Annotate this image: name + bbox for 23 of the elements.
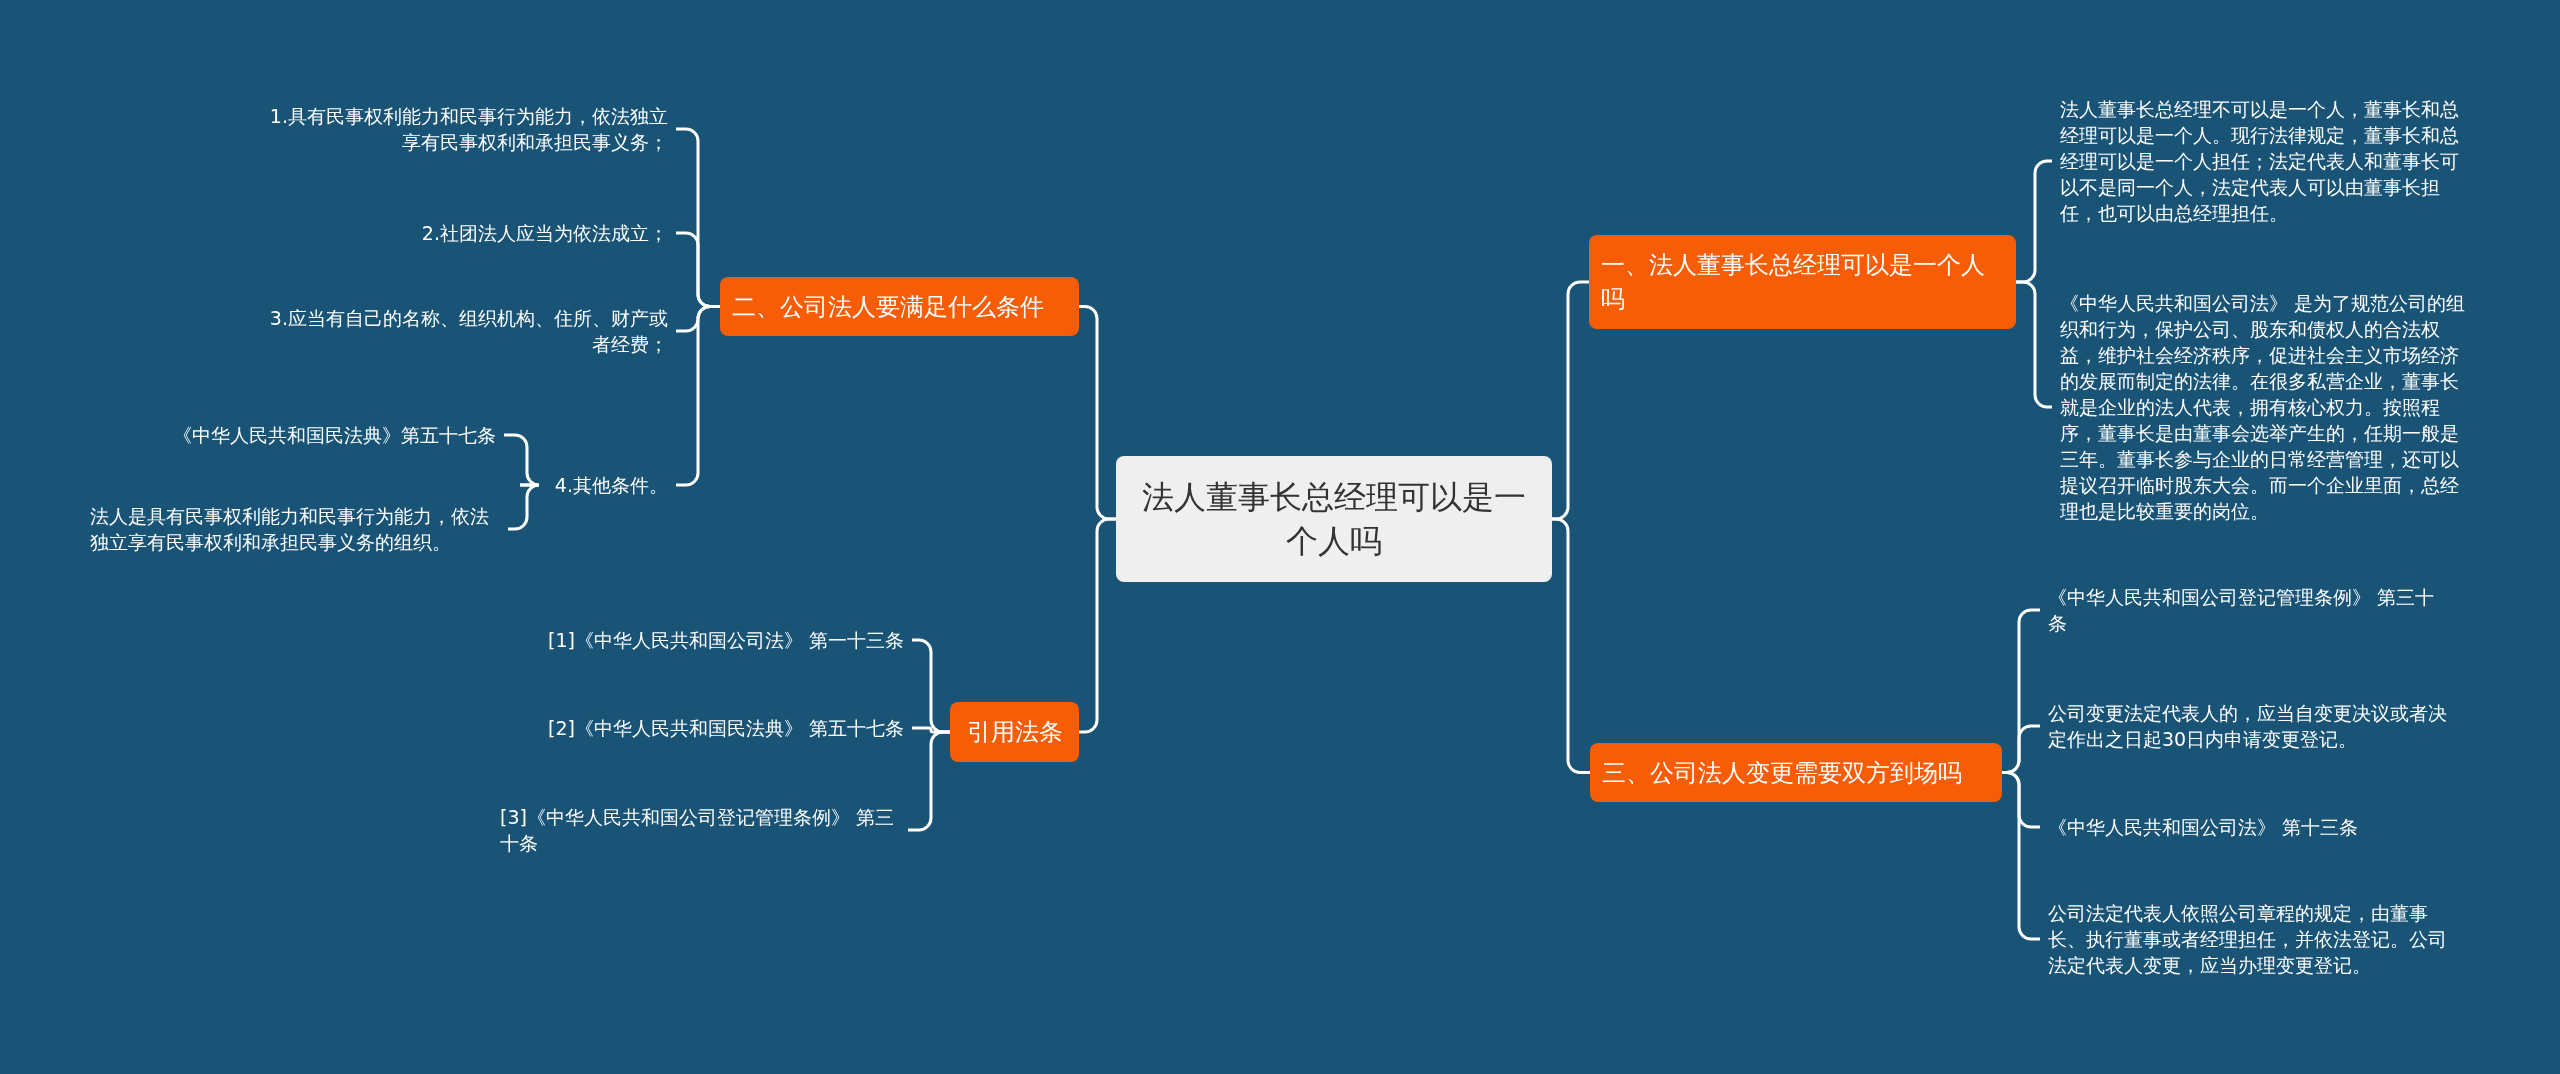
- topic-box: 引用法条: [950, 702, 1079, 762]
- branch-text: [3]《中华人民共和国公司登记管理条例》 第三十条: [500, 804, 900, 856]
- topic-box: 一、法人董事长总经理可以是一个人吗: [1589, 235, 2016, 329]
- branch-text: [2]《中华人民共和国民法典》 第五十七条: [480, 715, 904, 741]
- branch-text: 《中华人民共和国公司法》 是为了规范公司的组织和行为，保护公司、股东和债权人的合法权益，维护社会经济秩序，促进社会主义市场经济的发展而制定的法律。在很多私营企业，董事长就是企业的法人代表，拥有核心权力。按照程序，董事长是由董事会选举产生的，任期一般是三年。董事长参与企业的日常经营管理，还可以提议召开临时股东大会。而一个企业里面，总经理也是比较重要的岗位。: [2060, 290, 2470, 524]
- branch-text: 《中华人民共和国公司登记管理条例》 第三十条: [2048, 584, 2448, 636]
- branch-text: 2.社团法人应当为依法成立；: [258, 220, 668, 246]
- branch-text: 法人董事长总经理不可以是一个人，董事长和总经理可以是一个人。现行法律规定，董事长和总经理可以是一个人担任；法定代表人和董事长可以不是同一个人，法定代表人可以由董事长担任，也可以由总经理担任。: [2060, 96, 2470, 226]
- branch-text: 公司法定代表人依照公司章程的规定，由董事长、执行董事或者经理担任，并依法登记。公司法定代表人变更，应当办理变更登记。: [2048, 900, 2458, 978]
- topic-box: 二、公司法人要满足什么条件: [720, 277, 1079, 336]
- branch-text: 《中华人民共和国民法典》第五十七条: [80, 422, 496, 448]
- branch-text: [1]《中华人民共和国公司法》 第一十三条: [480, 627, 904, 653]
- branch-text: 3.应当有自己的名称、组织机构、住所、财产或者经费；: [258, 305, 668, 357]
- branch-text: 4.其他条件。: [520, 472, 668, 498]
- branch-text: 法人是具有民事权利能力和民事行为能力，依法独立享有民事权利和承担民事义务的组织。: [90, 503, 500, 555]
- branch-text: 《中华人民共和国公司法》 第十三条: [2048, 814, 2458, 840]
- connector-line: [1552, 517, 1590, 774]
- central-topic-box: 法人董事长总经理可以是一个人吗: [1116, 456, 1552, 582]
- connector-line: [508, 483, 541, 531]
- connector-line: [504, 433, 541, 487]
- topic-box: 三、公司法人变更需要双方到场吗: [1590, 743, 2002, 802]
- branch-text: 1.具有民事权利能力和民事行为能力，依法独立享有民事权利和承担民事义务；: [258, 103, 668, 155]
- branch-text: 公司变更法定代表人的，应当自变更决议或者决定作出之日起30日内申请变更登记。: [2048, 700, 2458, 752]
